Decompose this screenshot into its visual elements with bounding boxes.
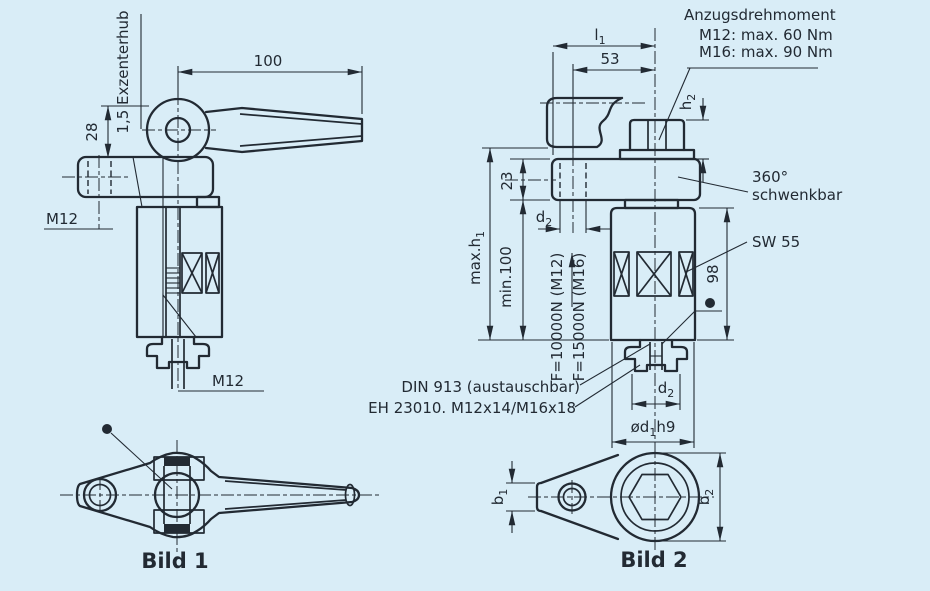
dim-98-label: 98: [704, 264, 722, 283]
ball-leader-diagonal: [661, 310, 696, 345]
sw-leader: [685, 241, 748, 273]
neck: [195, 195, 221, 209]
body-outer-circle: [609, 451, 701, 543]
swivel-foot: [145, 335, 211, 370]
eh-leader: [574, 364, 641, 408]
section-hatch-arm: [132, 156, 164, 208]
neck: [623, 198, 680, 210]
arm-taper-top: [539, 453, 620, 485]
caption-bild-1: Bild 1: [141, 549, 208, 573]
lever-handle: [204, 106, 364, 154]
dim-b2-label: b2: [695, 489, 716, 506]
spindle-thread: [166, 267, 180, 294]
handle-tip: [344, 483, 356, 507]
surface-mark-leader: [110, 432, 173, 490]
cam-bore: [164, 116, 192, 144]
right-bottom-view: b1 b2 Bild 2: [489, 445, 726, 572]
arm-hole-inner: [562, 487, 582, 507]
m12-bottom-label: M12: [212, 372, 244, 390]
handle-inner-top: [224, 480, 347, 491]
dim-100-label: 100: [254, 52, 283, 70]
cam-circle: [145, 97, 211, 163]
annotations: Anzugsdrehmoment M12: max. 60 Nm M16: ma…: [368, 6, 836, 417]
din-note: DIN 913 (austauschbar): [401, 378, 580, 396]
dim-d2b-label: d2: [658, 379, 675, 400]
dim-23-label: 23: [498, 171, 516, 190]
bearing-boxes: [181, 252, 220, 294]
swivel-label-1: 360°: [752, 168, 788, 186]
arm-hole-outer: [82, 477, 118, 513]
clamp-arm: [76, 155, 215, 199]
left-top-view: Bild 1: [60, 424, 380, 573]
force-m16-label: F=15000N (M16): [570, 253, 588, 382]
top-view-outline: [75, 451, 361, 539]
swivel-foot: [623, 338, 689, 373]
jaw-slot-top: [164, 457, 190, 466]
clamp-arm: [550, 157, 702, 202]
arm-end: [535, 481, 543, 513]
din-leader: [579, 343, 651, 386]
swivel-leader: [677, 176, 749, 193]
dim-28-label: 28: [83, 122, 101, 141]
torque-leader: [658, 67, 691, 141]
sw-label: SW 55: [752, 233, 800, 251]
force-m12-label: F=10000N (M12): [548, 253, 566, 382]
handle-flute-bottom: [239, 135, 363, 147]
dim-maxh1-label: max.h1: [466, 231, 487, 285]
arm-taper-bottom: [539, 509, 620, 541]
handle-flute-top: [239, 113, 363, 125]
dim-od1-label: ød1h9: [631, 418, 676, 439]
caption-bild-2: Bild 2: [620, 548, 687, 572]
bearing-boxes: [613, 251, 694, 297]
torque-title: Anzugsdrehmoment: [684, 6, 836, 24]
jaw-slot-bottom: [164, 524, 190, 533]
body-inner-circle: [620, 462, 690, 532]
dim-b1-label: b1: [489, 489, 510, 506]
arm-hole-inner: [88, 483, 112, 507]
dim-h2-label: h2: [677, 94, 698, 111]
m12-side-label: M12: [46, 210, 78, 228]
exzenterhub-label: 1,5 Exzenterhub: [114, 10, 132, 133]
hex-socket: [628, 473, 682, 521]
dim-l1-label: l1: [594, 26, 605, 47]
surface-mark-icon: [102, 424, 112, 434]
surface-mark-icon: [705, 298, 715, 308]
dim-53-label: 53: [600, 50, 619, 68]
left-side-view: 100 28 1,5 Exzenterhub M12 M12: [44, 10, 364, 392]
clamp-body: [609, 206, 697, 342]
arm-hole-outer: [557, 482, 587, 512]
washer: [618, 148, 696, 161]
broken-lever: [545, 96, 624, 149]
torque-m12: M12: max. 60 Nm: [699, 26, 833, 44]
section-hatch-body: [136, 206, 164, 338]
eh-note: EH 23010. M12x14/M16x18: [368, 399, 576, 417]
torque-m16: M16: max. 90 Nm: [699, 43, 833, 61]
handle-inner-bottom: [224, 499, 347, 510]
hex-nut: [628, 118, 686, 152]
dim-min100-label: min.100: [497, 246, 515, 308]
cam-top-circle: [153, 471, 201, 519]
swivel-label-2: schwenkbar: [752, 186, 843, 204]
dim-d2-label: d2: [536, 208, 553, 229]
right-side-view: l1 53 h2 23 min.100 max.h1 d2 F=10000N (…: [466, 26, 843, 448]
